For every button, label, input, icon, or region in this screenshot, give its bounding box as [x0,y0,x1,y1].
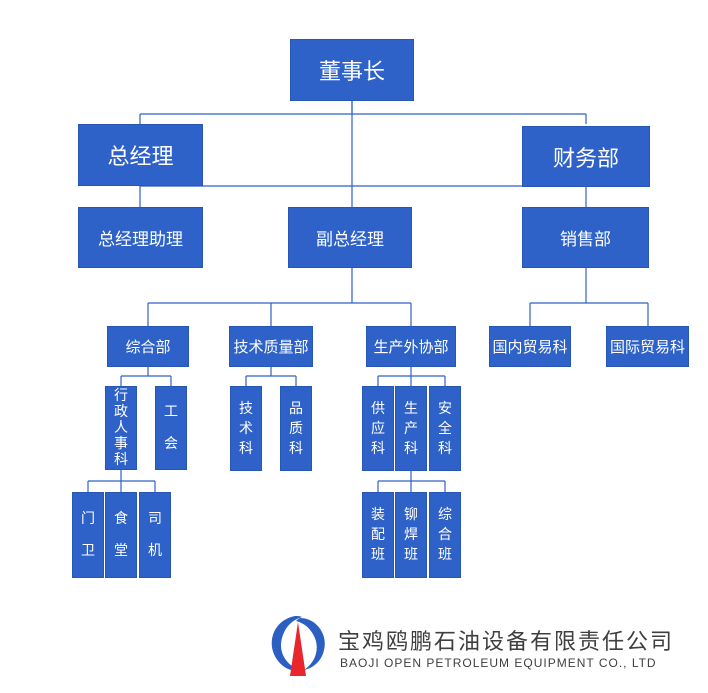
quality-section-label: 品质科 [289,400,303,457]
company-name-en: BAOJI OPEN PETROLEUM EQUIPMENT CO., LTD [340,656,657,670]
tech-section-label: 技术科 [239,400,253,457]
canteen-label: 食堂 [114,511,128,559]
finance-box: 财务部 [522,126,650,187]
tech-quality-box: 技术质量部 [229,326,313,367]
domestic-trade-box: 国内贸易科 [489,326,571,367]
company-name-cn: 宝鸡鸥鹏石油设备有限责任公司 [338,630,675,655]
general-dept-box: 综合部 [107,326,189,367]
general-manager-box: 总经理 [78,124,203,186]
chairman-box: 董事长 [290,39,414,101]
sales-label: 销售部 [560,230,611,250]
union-box: 工会 [155,386,187,470]
tech-quality-label: 技术质量部 [233,338,309,356]
general-manager-label: 总经理 [107,145,174,170]
deputy-gm-box: 副总经理 [288,207,412,268]
tech-section-box: 技术科 [230,386,262,471]
assembly-box: 装配班 [362,492,394,578]
finance-label: 财务部 [552,146,619,172]
production-box: 生产外协部 [366,326,456,367]
supply-box: 供应科 [362,386,394,471]
general-team-label: 综合班 [438,507,452,563]
riveting-label: 铆焊班 [404,507,418,563]
intl-trade-label: 国际贸易科 [609,338,685,356]
production-section-label: 生产科 [404,400,418,457]
safety-label: 安全科 [438,400,452,457]
supply-label: 供应科 [371,400,385,457]
gm-assistant-label: 总经理助理 [98,230,183,250]
production-section-box: 生产科 [395,386,427,471]
riveting-box: 铆焊班 [395,492,427,578]
general-team-box: 综合班 [429,492,461,578]
guard-box: 门卫 [72,492,104,578]
driver-box: 司机 [139,492,171,578]
chairman-label: 董事长 [318,60,385,85]
sales-box: 销售部 [522,207,649,268]
driver-label: 司机 [148,511,162,559]
canteen-box: 食堂 [105,492,137,578]
general-dept-label: 综合部 [125,338,171,356]
assembly-label: 装配班 [371,507,385,563]
gm-assistant-box: 总经理助理 [78,207,203,268]
production-label: 生产外协部 [373,338,449,356]
company-logo-icon [271,616,325,676]
admin-hr-box: 行政人事科 [105,386,137,470]
safety-box: 安全科 [429,386,461,471]
union-label: 工会 [164,404,178,452]
admin-hr-label: 行政人事科 [114,388,128,468]
quality-section-box: 品质科 [280,386,312,471]
intl-trade-box: 国际贸易科 [606,326,689,367]
domestic-trade-label: 国内贸易科 [492,338,568,356]
deputy-gm-label: 副总经理 [316,230,384,250]
guard-label: 门卫 [81,511,95,559]
